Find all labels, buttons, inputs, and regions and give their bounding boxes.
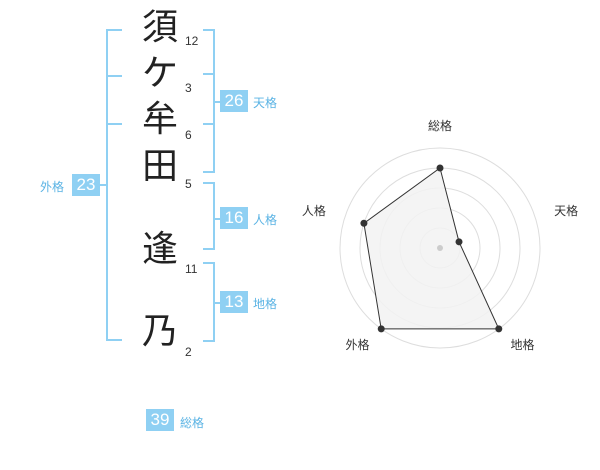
radar-axis-label-4: 外格 xyxy=(345,337,369,352)
stroke-count-3: 6 xyxy=(185,128,192,142)
chikaku-label: 地格 xyxy=(253,297,278,311)
gaikaku-bracket-connector xyxy=(100,184,108,186)
gaikaku-bracket-tick-2 xyxy=(106,123,122,125)
tenkaku-bracket-tick xyxy=(203,123,215,125)
gaikaku-bracket-tick-1 xyxy=(106,75,122,77)
radar-point-3 xyxy=(495,325,503,333)
jinkaku-bracket xyxy=(203,182,215,250)
radar-ring-5 xyxy=(339,147,541,349)
name-char-6: 乃 xyxy=(141,311,178,352)
chikaku-value: 13 xyxy=(220,291,248,313)
name-char-4: 田 xyxy=(141,146,178,187)
gaikaku-value: 23 xyxy=(72,174,100,196)
radar-axis-label-1: 総格 xyxy=(428,118,452,133)
jinkaku-connector xyxy=(213,218,221,220)
tenkaku-connector xyxy=(213,101,221,103)
radar-axis-label-5: 人格 xyxy=(302,203,326,218)
name-char-5: 逢 xyxy=(141,229,178,270)
stroke-count-4: 5 xyxy=(185,177,192,191)
jinkaku-value: 16 xyxy=(220,207,248,229)
radar-axis-label-3: 地格 xyxy=(511,337,535,352)
chikaku-connector xyxy=(213,302,221,304)
radar-area xyxy=(363,167,500,330)
jinkaku-label: 人格 xyxy=(253,213,278,227)
stroke-count-6: 2 xyxy=(185,345,192,359)
radar-axis-label-2: 天格 xyxy=(554,203,578,218)
stroke-count-5: 11 xyxy=(185,262,198,276)
radar-center-dot xyxy=(437,245,443,251)
name-char-1: 須 xyxy=(141,7,178,48)
gaikaku-label: 外格 xyxy=(40,180,65,194)
tenkaku-value: 26 xyxy=(220,90,248,112)
soukaku-label: 総格 xyxy=(180,416,205,430)
soukaku-value: 39 xyxy=(146,409,174,431)
bracket-chars-1-2 xyxy=(203,29,215,75)
radar-point-1 xyxy=(436,164,444,172)
stroke-count-1: 12 xyxy=(185,34,199,48)
tenkaku-label: 天格 xyxy=(253,96,278,110)
stroke-count-2: 3 xyxy=(185,81,192,95)
radar-point-2 xyxy=(455,238,463,246)
radar-point-4 xyxy=(377,325,385,333)
radar-points xyxy=(360,164,503,333)
name-char-3: 牟 xyxy=(141,99,178,140)
name-char-2: ケ xyxy=(141,53,178,94)
radar-point-5 xyxy=(360,219,368,227)
